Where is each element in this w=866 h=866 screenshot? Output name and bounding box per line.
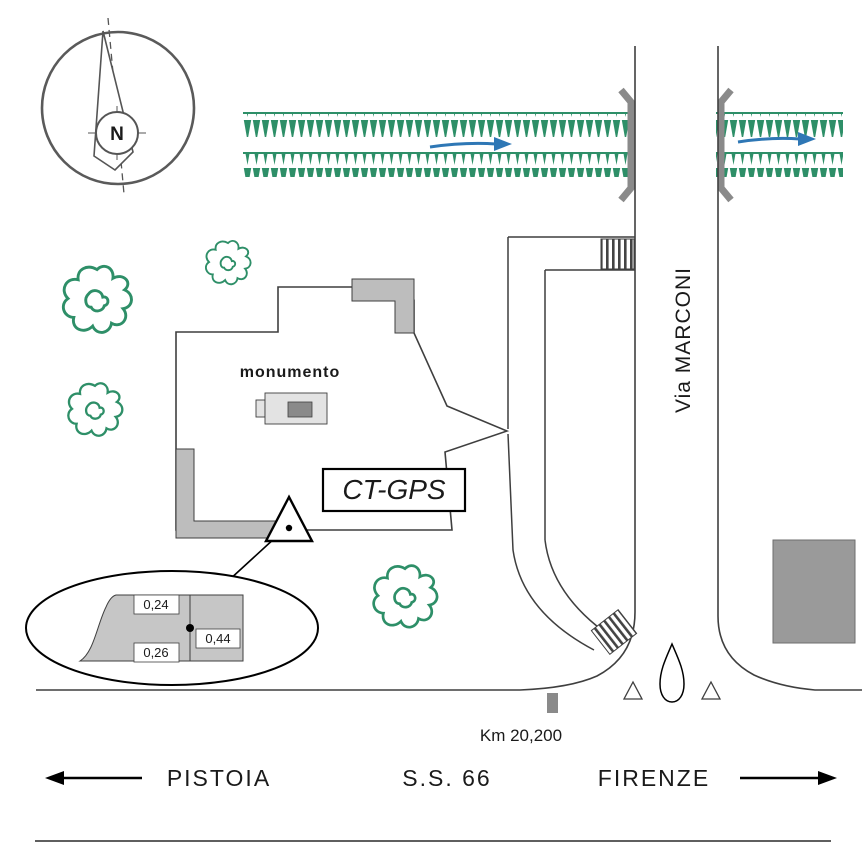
monument-core — [287, 401, 313, 418]
measurement-top: 0,24 — [143, 597, 168, 612]
monument-step — [255, 399, 266, 418]
label-pistoia: PISTOIA — [167, 765, 271, 791]
compass-hub-circle — [95, 111, 139, 155]
river-bank-teeth — [243, 113, 628, 137]
river — [243, 112, 843, 177]
compass-rose: N — [40, 17, 196, 195]
km-marker-post — [547, 693, 558, 713]
river-bank-teeth — [716, 153, 843, 177]
monument-label: monumento — [240, 364, 341, 381]
arrowhead-left — [45, 771, 64, 785]
building — [772, 539, 856, 644]
flow-arrow-shaft — [737, 136, 801, 144]
street-label-via-marconi: Via MARCONI — [672, 267, 695, 413]
north-label: N — [110, 124, 124, 145]
station-box — [321, 467, 467, 513]
flow-arrow-shaft — [429, 141, 497, 149]
flow-arrow-left — [429, 137, 512, 151]
km-label: Km 20,200 — [480, 726, 562, 745]
bridge-parapet-left — [618, 87, 635, 203]
flow-arrowhead — [798, 132, 816, 146]
driveway-edge — [507, 433, 595, 651]
wall-top-right — [351, 278, 415, 334]
measurement-right: 0,44 — [205, 631, 230, 646]
detail-marker-dot — [186, 624, 194, 632]
survey-marker-triangle — [264, 494, 314, 543]
river-bank-teeth — [716, 113, 843, 137]
island-triangle-right — [700, 680, 722, 700]
road-edge-right — [717, 46, 862, 691]
measurement-bottom: 0,26 — [143, 645, 168, 660]
measurement-box-top — [133, 594, 180, 615]
crosswalk-stripes — [590, 609, 638, 655]
river-bank-teeth — [243, 153, 628, 177]
label-firenze: FIRENZE — [598, 765, 710, 791]
flow-arrow-right — [737, 132, 816, 146]
callout-line — [227, 536, 277, 582]
monument — [255, 392, 328, 425]
station-label: CT-GPS — [342, 474, 446, 505]
crosswalk-top — [600, 238, 635, 270]
survey-marker-dot — [285, 524, 293, 532]
traffic-island — [659, 642, 685, 703]
measurement-box-bottom — [133, 642, 180, 663]
compass-circle — [40, 30, 196, 186]
station-label-box: CT-GPS — [321, 467, 467, 513]
survey-marker — [227, 494, 314, 582]
detail-callout: 0,24 0,26 0,44 — [25, 570, 319, 686]
direction-arrow-firenze — [740, 771, 837, 785]
label-ss66: S.S. 66 — [402, 765, 491, 791]
arrowhead-right — [818, 771, 837, 785]
island-triangle-left — [622, 680, 644, 700]
bridge-parapet-right — [717, 87, 734, 203]
measurement-box-right — [195, 628, 241, 649]
flow-arrowhead — [494, 137, 512, 151]
direction-arrow-pistoia — [45, 771, 142, 785]
crosswalk-bottom — [590, 609, 638, 655]
